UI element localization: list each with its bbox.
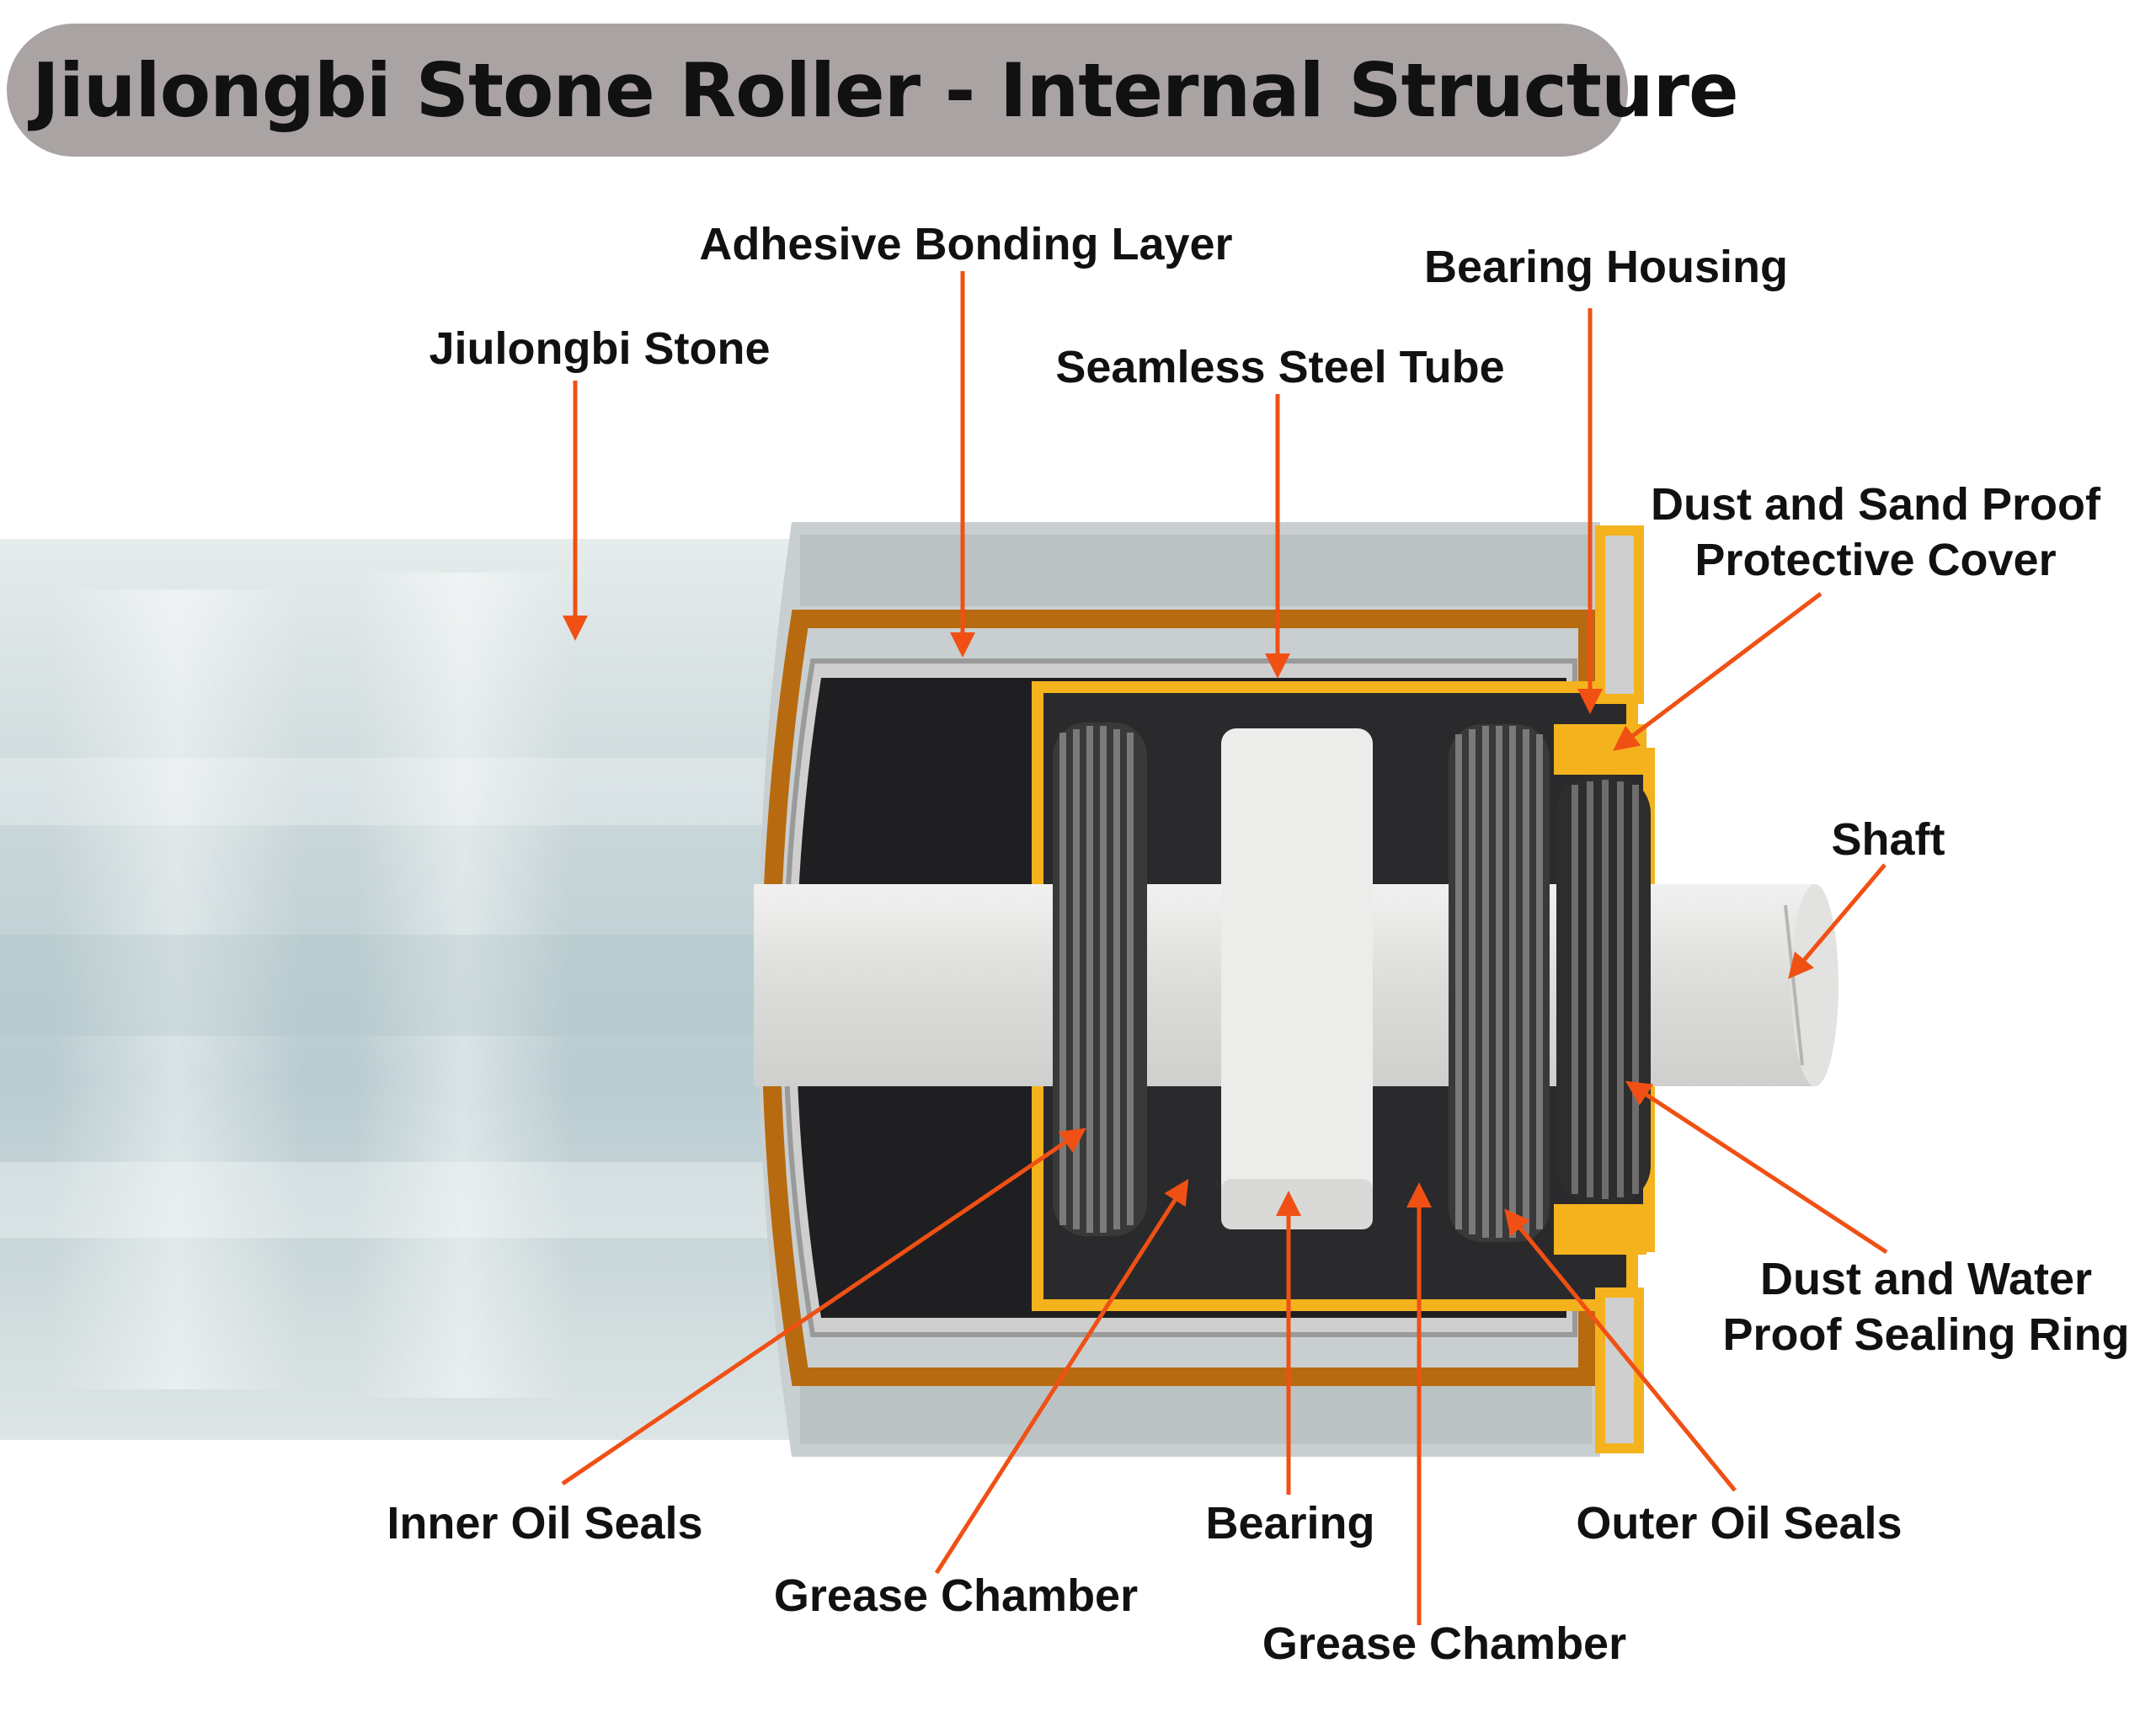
label-dust-water-ring-line2: Proof Sealing Ring (1722, 1309, 2129, 1360)
diagram-title: Jiulongbi Stone Roller - Internal Struct… (32, 46, 1739, 134)
label-dust-sand-cover-line1: Dust and Sand Proof (1651, 479, 2101, 530)
arrow-inner-oil-seals (561, 1128, 1086, 1486)
label-jiulongbi-stone: Jiulongbi Stone (430, 323, 771, 374)
label-seamless-steel-tube: Seamless Steel Tube (1055, 342, 1504, 392)
arrow-outer-oil-seals (1504, 1208, 1737, 1492)
label-inner-oil-seals: Inner Oil Seals (387, 1498, 702, 1549)
label-bearing-housing: Bearing Housing (1424, 242, 1788, 292)
dust-water-sealing-ring (1556, 775, 1651, 1204)
label-bearing: Bearing (1205, 1498, 1374, 1549)
label-dust-water-ring-line1: Dust and Water (1760, 1254, 2092, 1304)
leader-arrows (561, 271, 1888, 1625)
label-shaft: Shaft (1832, 814, 1945, 865)
arrow-dust-sand-cover (1613, 592, 1822, 751)
arrow-grease-chamber-left (934, 1178, 1189, 1575)
label-grease-chamber-left: Grease Chamber (774, 1570, 1138, 1621)
title-banner: Jiulongbi Stone Roller - Internal Struct… (7, 24, 1739, 157)
inner-oil-seals (1053, 722, 1147, 1236)
stone-body (0, 539, 808, 1440)
label-dust-sand-cover-line2: Protective Cover (1694, 535, 2056, 585)
bearing (1221, 728, 1373, 1229)
label-outer-oil-seals: Outer Oil Seals (1576, 1498, 1902, 1549)
arrow-shaft (1788, 863, 1886, 979)
arrow-dust-water-ring (1625, 1080, 1888, 1255)
label-adhesive-bonding-layer: Adhesive Bonding Layer (699, 219, 1232, 269)
label-grease-chamber-right: Grease Chamber (1262, 1618, 1626, 1669)
outer-oil-seals (1449, 724, 1550, 1242)
